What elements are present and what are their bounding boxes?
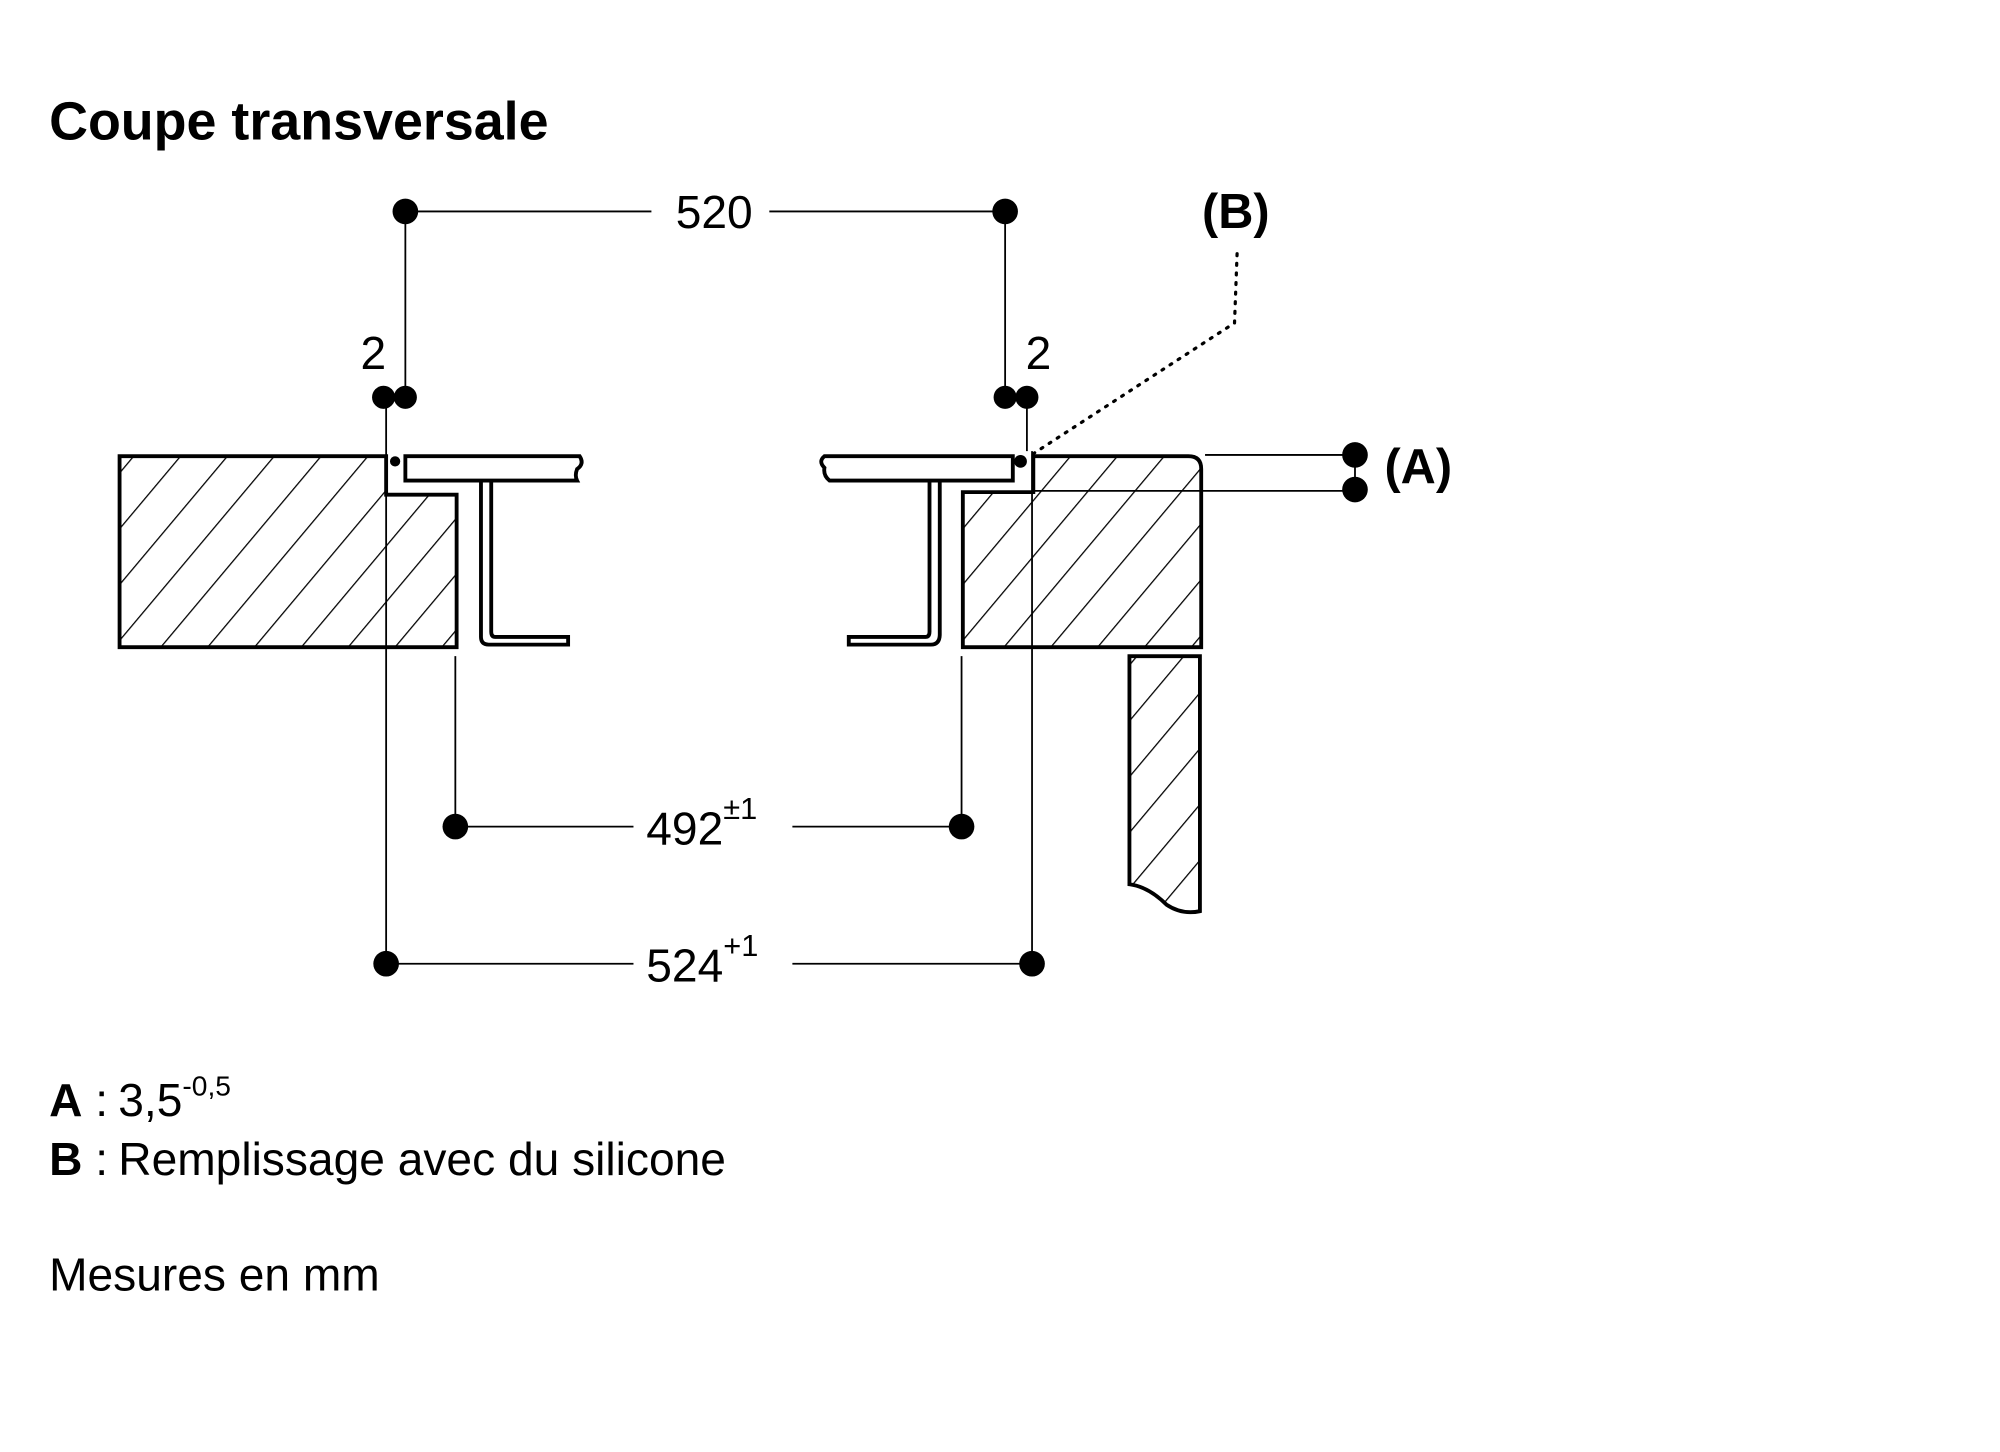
legend: A : 3,5-0,5 B : Remplissage avec du sili…: [49, 1070, 726, 1185]
dimension-524-tolerance: +1: [723, 928, 758, 963]
dimension-a: (A): [1033, 440, 1452, 503]
dimension-492-label: 492: [646, 803, 723, 855]
svg-text:B : Remplissage av: B : Remplissage avec du silicone: [49, 1133, 726, 1185]
legend-a-key: A: [49, 1074, 82, 1126]
dimension-492-tolerance: ±1: [723, 791, 757, 826]
dimension-gap-left: 2: [360, 327, 417, 409]
legend-a-sep: :: [95, 1074, 108, 1126]
right-countertop: [960, 454, 1204, 650]
silicone-left: [389, 456, 401, 467]
right-hob-glass: [819, 454, 1015, 483]
cabinet-side-panel: [1127, 654, 1202, 915]
callout-a: (A): [1384, 440, 1452, 494]
left-countertop: [117, 454, 459, 650]
dimension-520: 520: [392, 186, 1018, 398]
dimension-gap-right: 2: [993, 327, 1052, 452]
legend-a-tolerance: -0,5: [182, 1070, 231, 1102]
left-hob-glass: [403, 454, 584, 483]
callout-b: (B): [1202, 185, 1270, 239]
silicone-right: [1014, 454, 1027, 468]
legend-b-sep: :: [95, 1133, 108, 1185]
legend-b-value: Remplissage avec du silicone: [118, 1133, 726, 1185]
svg-text:524+1: 524+1: [646, 928, 758, 992]
legend-a-value: 3,5: [118, 1074, 182, 1126]
left-hob-bracket: [479, 481, 571, 647]
right-hob-bracket: [846, 481, 942, 647]
units-note: Mesures en mm: [49, 1249, 380, 1301]
dimension-524: 524+1: [373, 928, 1045, 992]
gap-left-label: 2: [360, 327, 386, 379]
legend-b-key: B: [49, 1133, 82, 1185]
page-title: Coupe transversale: [49, 92, 548, 152]
svg-text:492±1: 492±1: [646, 791, 757, 855]
svg-text:A : 3,5-0,5: A : 3,5-0,5: [49, 1070, 231, 1127]
dimension-492: 492±1: [442, 791, 975, 855]
dimension-524-label: 524: [646, 940, 723, 992]
dimension-520-label: 520: [676, 186, 753, 238]
gap-right-label: 2: [1026, 327, 1052, 379]
callout-b-leader: [1031, 252, 1239, 456]
